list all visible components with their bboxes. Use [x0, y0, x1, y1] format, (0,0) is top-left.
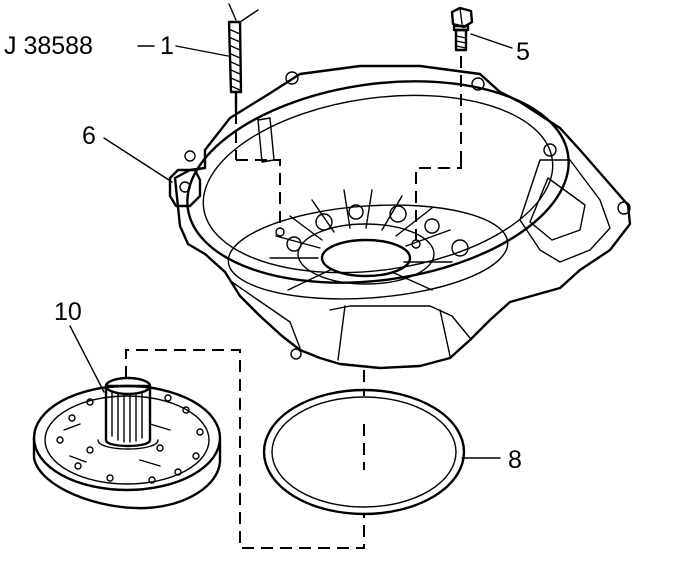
callout-5: 5	[470, 33, 530, 66]
callout-10: 10	[54, 298, 105, 393]
callout-10-label: 10	[54, 298, 82, 326]
tool-number-label: J 38588	[4, 32, 93, 60]
oil-pump-assembly	[32, 349, 365, 549]
callout-5-label: 5	[516, 38, 530, 66]
seal-ring	[262, 370, 466, 516]
transmission-housing	[168, 64, 632, 370]
callout-8-label: 8	[508, 446, 522, 474]
housing-bolt	[450, 6, 474, 160]
callout-6: 6	[82, 122, 173, 183]
callout-tool: J 38588 1	[4, 32, 229, 60]
callout-8: 8	[461, 446, 522, 474]
callout-6-label: 6	[82, 122, 96, 150]
callout-1-label: 1	[160, 32, 174, 60]
alignment-tool	[227, 3, 259, 114]
